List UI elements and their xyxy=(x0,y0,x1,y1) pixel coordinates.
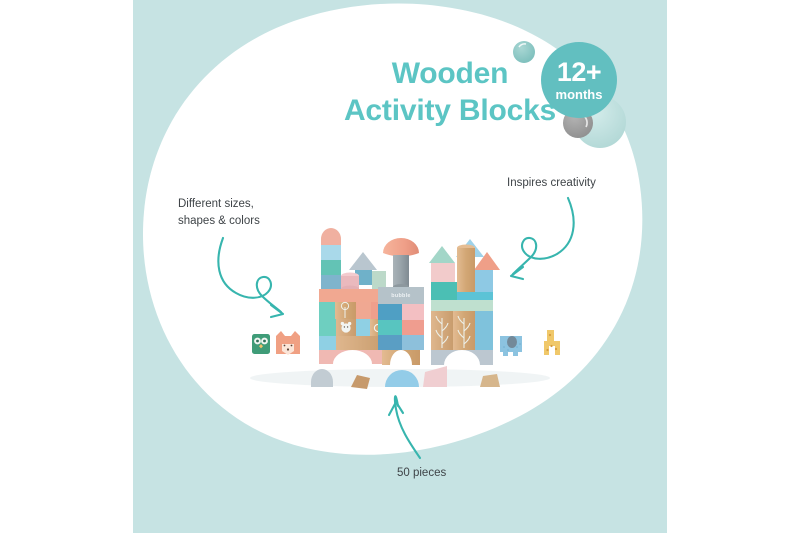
giraffe-block xyxy=(544,330,560,355)
age-badge-unit: months xyxy=(555,87,603,102)
page-title: Wooden Activity Blocks xyxy=(300,56,600,129)
fox-block xyxy=(276,331,300,355)
loose-block-trapezoid xyxy=(423,366,447,387)
callout-inspires-creativity: Inspires creativity xyxy=(507,177,596,189)
loose-block-wedge-1 xyxy=(351,375,370,389)
arrow-inspires-creativity-icon xyxy=(509,196,575,281)
title-line-1: Wooden xyxy=(391,57,509,90)
age-badge: 12+ months xyxy=(541,42,617,118)
owl-block xyxy=(252,334,270,354)
elephant-block xyxy=(500,336,522,356)
right-tower xyxy=(429,239,500,365)
arrow-different-sizes-icon xyxy=(217,236,285,319)
left-tower xyxy=(319,228,386,364)
title-line-2: Activity Blocks xyxy=(343,93,557,127)
age-badge-value: 12+ xyxy=(556,57,602,87)
loose-block-semicircle xyxy=(385,370,419,387)
loose-block-arch xyxy=(311,369,333,387)
callout-different-sizes: Different sizes, shapes & colors xyxy=(178,198,260,227)
callout-piece-count: 50 pieces xyxy=(397,467,447,479)
loose-block-wedge-2 xyxy=(480,374,500,387)
loose-blocks xyxy=(311,366,500,389)
center-tower: bubble xyxy=(378,238,424,365)
arrow-piece-count-icon xyxy=(387,395,422,460)
brand-logo: bubble xyxy=(391,293,410,299)
